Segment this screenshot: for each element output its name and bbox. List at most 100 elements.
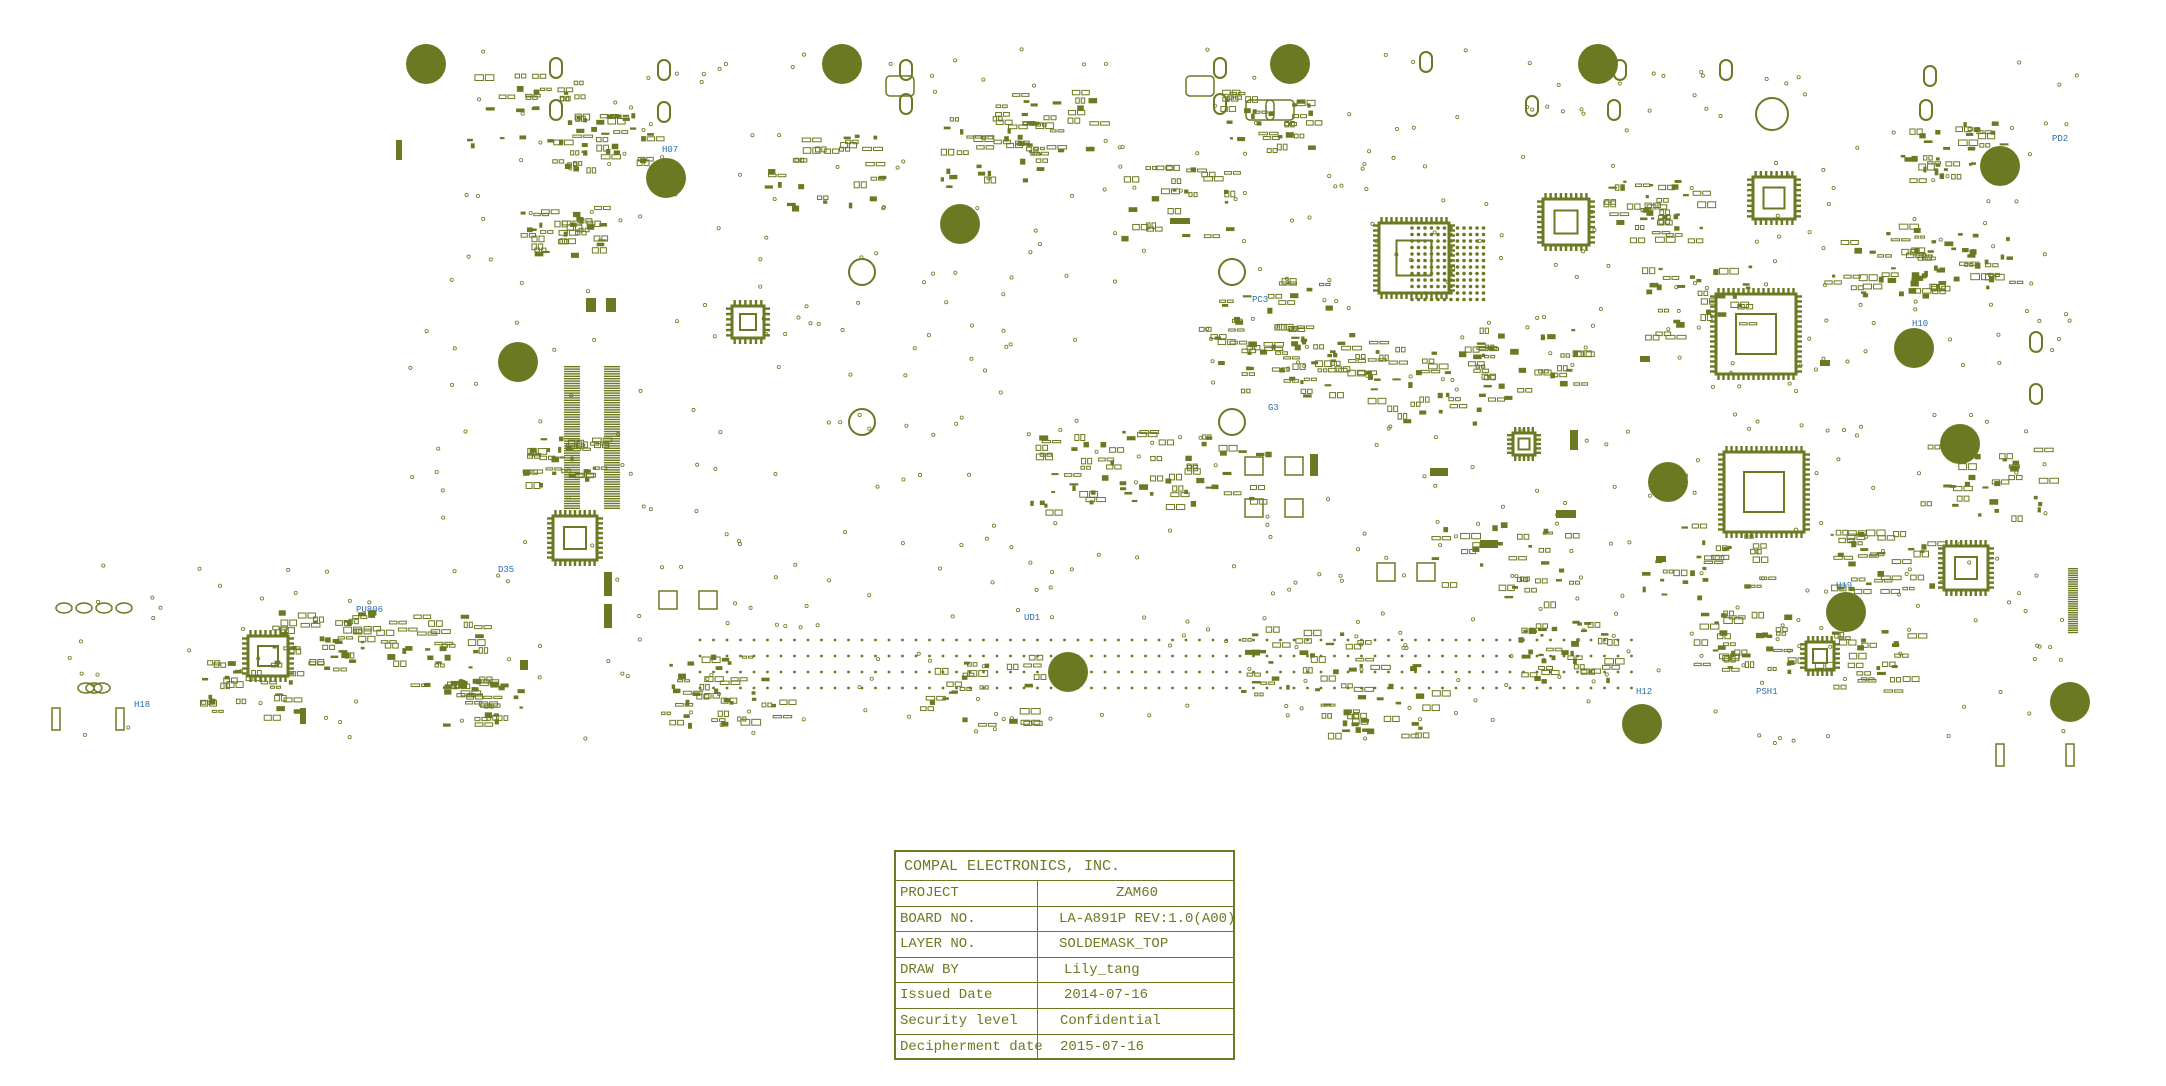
- smd-pad: [1565, 532, 1572, 539]
- smd-pad: [1972, 233, 1979, 238]
- smd-pad: [202, 677, 209, 681]
- via-row: [1225, 670, 1228, 674]
- smd-pad: [2011, 515, 2017, 522]
- ic-pin: [1450, 254, 1455, 257]
- via: [869, 676, 874, 681]
- smd-pad: [1703, 560, 1713, 565]
- ic-pin: [1727, 288, 1730, 293]
- smd-pad: [1073, 473, 1082, 477]
- smd-pad: [345, 636, 354, 640]
- ic-pin: [1747, 194, 1752, 197]
- smd-pad: [1028, 654, 1036, 661]
- ic-pin: [1800, 647, 1805, 651]
- smd-pad: [954, 681, 962, 687]
- via: [1574, 274, 1579, 279]
- smd-pad: [1449, 403, 1458, 409]
- bga-ball: [1462, 284, 1466, 289]
- via-row: [1360, 670, 1363, 674]
- smd-pad: [1494, 541, 1503, 546]
- smd-pad: [389, 640, 397, 644]
- ic-pin: [1796, 215, 1801, 218]
- via: [1575, 596, 1580, 601]
- via-row: [901, 654, 904, 658]
- smd-pad: [1473, 354, 1482, 360]
- ic-pin: [264, 677, 267, 682]
- smd-pad: [1571, 640, 1579, 647]
- dimm-pin: [564, 421, 580, 423]
- via: [648, 122, 653, 127]
- through-hole-rings: [51, 51, 2075, 767]
- ic-pin: [1385, 294, 1388, 299]
- ic-pin: [1722, 288, 1725, 293]
- smd-pad: [1739, 322, 1748, 326]
- via: [1776, 234, 1781, 239]
- bga-ball: [1442, 245, 1447, 250]
- smd-pad: [1538, 547, 1545, 553]
- smd-pad: [656, 136, 665, 142]
- smd-pad: [263, 714, 272, 721]
- via: [723, 62, 728, 67]
- smd-pad: [1421, 358, 1428, 364]
- smd-pad: [1013, 663, 1019, 671]
- ic-pin: [1764, 171, 1768, 176]
- smd-pad: [1185, 455, 1192, 462]
- smd-pad: [1046, 145, 1057, 150]
- smd-pad: [1516, 577, 1523, 583]
- smd-pad: [1219, 451, 1227, 456]
- smd-pad: [1944, 241, 1954, 247]
- smd-pad: [643, 159, 650, 167]
- smd-pad: [1262, 136, 1271, 141]
- smd-pad: [1737, 303, 1745, 310]
- ic-pin: [765, 307, 770, 310]
- via-row: [725, 670, 729, 674]
- smd-pad: [1572, 620, 1580, 624]
- ic-pin: [598, 541, 603, 545]
- via: [1836, 457, 1841, 462]
- smd-pad: [1032, 151, 1041, 156]
- smd-pad: [1480, 364, 1486, 369]
- via-row: [968, 638, 972, 642]
- smd-pad: [1699, 623, 1709, 630]
- via: [1050, 570, 1055, 575]
- smd-pad: [1933, 168, 1939, 171]
- via: [1948, 337, 1953, 342]
- via: [2074, 73, 2079, 78]
- smd-pad: [730, 677, 739, 682]
- smd-pad: [1282, 143, 1288, 151]
- title-row-decipher: Decipherment date 2015-07-16: [896, 1033, 1233, 1060]
- via-row: [847, 654, 850, 658]
- smd-pad: [1541, 679, 1547, 684]
- copper-block: [586, 298, 596, 312]
- smd-pad: [1352, 718, 1360, 725]
- ic-pin: [1737, 288, 1740, 293]
- ic-pin: [254, 677, 257, 682]
- ic-pin: [1742, 288, 1745, 293]
- via: [1049, 615, 1054, 620]
- smd-pad: [1671, 184, 1679, 190]
- ic-pin: [1732, 375, 1735, 380]
- smd-pad: [1750, 661, 1755, 669]
- smd-pad: [1229, 137, 1233, 140]
- oval-hole: [899, 59, 913, 81]
- smd-pad: [2006, 237, 2010, 242]
- smd-pad: [565, 446, 573, 451]
- smd-pad: [1889, 661, 1896, 667]
- smd-pad: [2016, 280, 2024, 284]
- smd-pad: [592, 437, 602, 443]
- bga-ball: [1429, 232, 1434, 237]
- copper-block: [604, 604, 612, 628]
- smd-pad: [1990, 130, 1996, 135]
- smd-pad: [1268, 661, 1274, 664]
- smd-pad: [1110, 460, 1115, 466]
- via-row: [1009, 638, 1012, 642]
- smd-pad: [1845, 636, 1851, 640]
- ic-pin: [1710, 370, 1715, 373]
- bga-ball: [1436, 284, 1440, 289]
- smd-pad: [1190, 500, 1197, 507]
- smd-pad: [567, 439, 576, 447]
- smd-pad: [1231, 89, 1241, 95]
- ic-pin: [1750, 533, 1753, 538]
- via: [1476, 521, 1481, 526]
- via: [187, 648, 192, 653]
- via: [840, 328, 845, 333]
